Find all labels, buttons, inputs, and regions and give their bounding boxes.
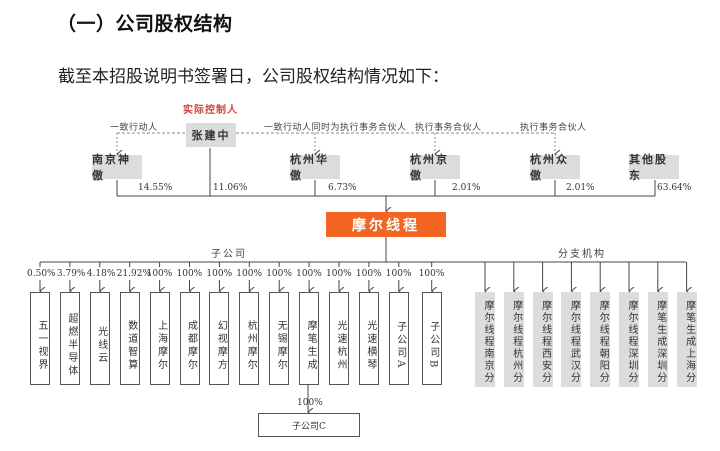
subsidiary-pct: 3.79%: [56, 269, 86, 279]
sub-subsidiary-box: 子公司C: [258, 413, 360, 437]
branch-box: 摩尔线程朝阳分: [590, 292, 611, 387]
shareholder-pct: 63.64%: [657, 183, 692, 193]
controller-pct: 11.06%: [213, 183, 248, 193]
subsidiary-pct: 21.92%: [116, 269, 152, 279]
subsidiary-box: 光速杭州: [329, 292, 349, 385]
shareholder-box: 南京神傲: [92, 153, 142, 182]
subsidiary-box: 成都摩尔: [179, 292, 200, 385]
subsidiary-pct: 100%: [206, 269, 233, 279]
subsidiary-pct: 4.18%: [86, 269, 116, 279]
subsidiary-box: 子公司B: [421, 292, 442, 385]
controller-box: 张建中: [186, 123, 236, 147]
subsidiary-pct: 0.50%: [27, 269, 56, 279]
sub-subsidiary-pct: 100%: [297, 398, 323, 408]
shareholder-pct: 6.73%: [328, 183, 357, 193]
subsidiary-box: 子公司A: [388, 292, 409, 385]
branch-box: 摩笔生成深圳分: [647, 292, 668, 387]
shareholder-box: 杭州京傲: [410, 153, 460, 182]
branch-box: 摩尔线程南京分: [475, 292, 495, 387]
subsidiary-box: 光速横琴: [358, 292, 379, 385]
shareholder-pct: 2.01%: [452, 183, 481, 193]
subsidiary-box: 幻视摩方: [209, 292, 230, 385]
shareholder-box: 杭州众傲: [530, 153, 580, 182]
subsidiary-box: 超燃半导体: [59, 292, 80, 385]
subsidiary-box: 五一视界: [30, 292, 50, 385]
subsidiary-pct: 100%: [418, 269, 445, 279]
subsidiaries-label: 子公司: [211, 249, 247, 260]
subsidiary-box: 杭州摩尔: [239, 292, 260, 385]
relation-label-right1: 执行事务合伙人: [415, 123, 482, 133]
subsidiary-pct: 100%: [385, 269, 412, 279]
subsidiary-pct: 100%: [326, 269, 352, 279]
subsidiary-pct: 100%: [176, 269, 203, 279]
subsidiary-box: 摩笔生成: [299, 292, 320, 385]
company-box: 摩尔线程: [326, 212, 446, 237]
shareholder-box: 杭州华傲: [290, 153, 340, 182]
shareholder-pct: 2.01%: [566, 183, 595, 193]
subsidiary-pct: 100%: [266, 269, 292, 279]
subsidiary-pct: 100%: [146, 269, 173, 279]
relation-label-middle: 一致行动人同时为执行事务合伙人: [264, 123, 407, 133]
subsidiary-box: 无锡摩尔: [269, 292, 290, 385]
branch-box: 摩尔线程杭州分: [503, 292, 524, 387]
subsidiary-pct: 100%: [355, 269, 382, 279]
intro-text: 截至本招股说明书签署日，公司股权结构情况如下：: [58, 67, 449, 87]
relation-label-left: 一致行动人: [110, 123, 158, 133]
branch-box: 摩尔线程西安分: [532, 292, 553, 387]
shareholder-box: 其他股东: [629, 153, 679, 182]
subsidiary-box: 上海摩尔: [149, 292, 170, 385]
branch-box: 摩尔线程深圳分: [619, 292, 639, 387]
shareholder-pct: 14.55%: [138, 183, 173, 193]
subsidiary-pct: 100%: [236, 269, 263, 279]
relation-label-right2: 执行事务合伙人: [520, 123, 587, 133]
controller-label: 实际控制人: [183, 105, 238, 116]
branch-box: 摩笔生成上海分: [676, 292, 697, 387]
subsidiary-box: 光线云: [89, 292, 110, 385]
branch-box: 摩尔线程武汉分: [561, 292, 582, 387]
section-heading: （一）公司股权结构: [57, 13, 233, 35]
subsidiary-box: 数道智算: [119, 292, 140, 385]
branches-label: 分支机构: [558, 249, 606, 260]
subsidiary-pct: 100%: [296, 269, 322, 279]
